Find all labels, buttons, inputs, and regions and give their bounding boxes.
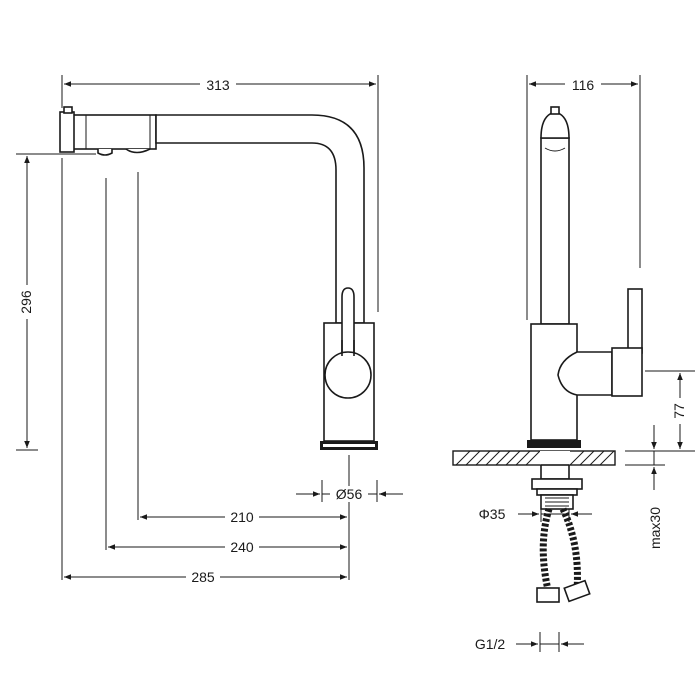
base-plate-side [527,440,581,448]
dim-base-height: 77 [671,403,687,419]
side-view [452,106,643,603]
outlet-nozzle-left [97,149,113,156]
dim-hose-thread: G1/2 [475,636,506,652]
lever-knob [324,351,372,399]
hose-fitting-left [536,587,560,603]
side-dimensions: 116 77 max30 Φ35 G1/2 [475,75,695,652]
hose-right [559,507,581,591]
lever-stem [341,287,355,356]
dim-max-thickness: max30 [647,507,663,549]
dim-reach-285: 285 [191,569,215,585]
spout-head-cap [59,111,75,153]
dim-side-width: 116 [572,77,595,93]
lever-arm-side [557,351,613,396]
mounting-nut [531,478,583,490]
dim-shank-diameter: Φ35 [479,506,506,522]
hose-left [539,507,553,591]
dim-reach-210: 210 [230,509,254,525]
spout-cap-side [540,111,570,139]
dim-reach-240: 240 [230,539,254,555]
outlet-nozzle-right [125,148,151,154]
shank [540,464,570,480]
front-dimensions: 313 296 210 240 285 Ø56 [16,75,403,585]
dim-overall-length: 313 [206,77,230,93]
hose-fitting-right [563,579,591,603]
lever-handle-side [627,288,643,354]
spout-head [63,114,157,150]
spout-tube-side [540,137,570,325]
spout-arm [155,114,365,324]
countertop [452,450,616,466]
dim-base-diameter: Ø56 [336,486,363,502]
spout-head-tab [63,106,73,114]
dim-height: 296 [18,290,34,314]
front-view [59,106,378,450]
